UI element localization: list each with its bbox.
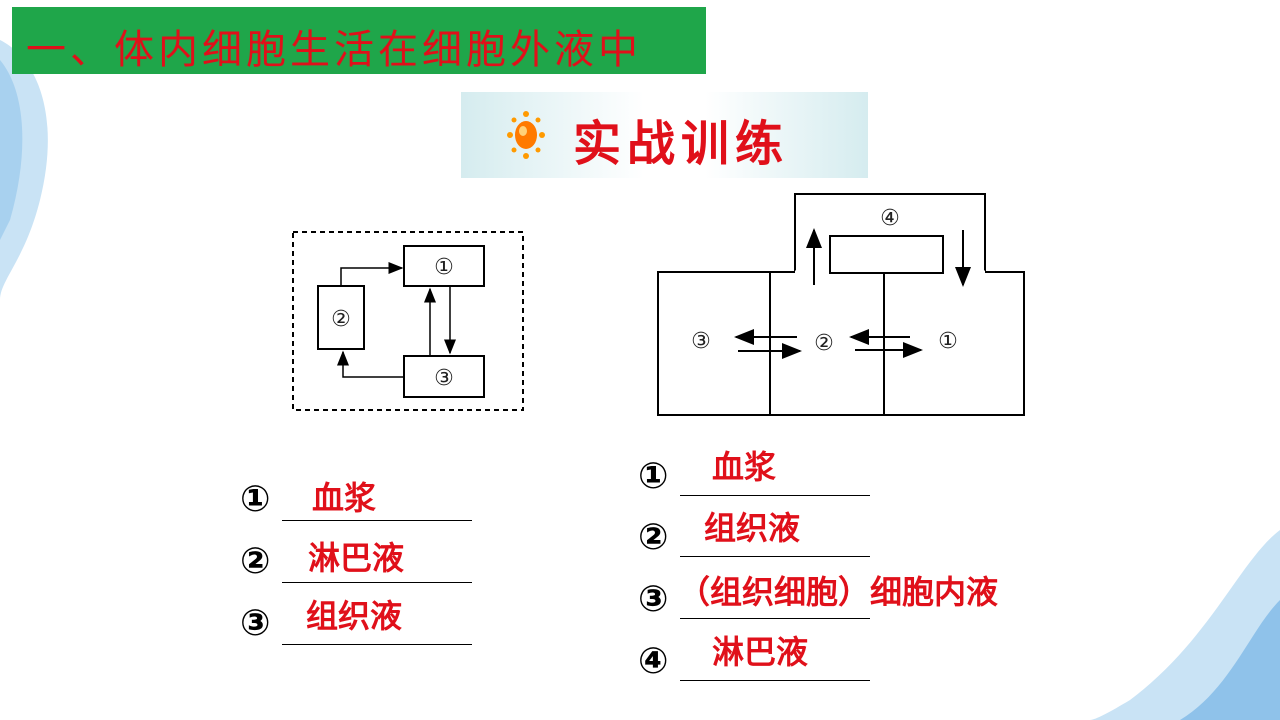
answer-value: 组织液 xyxy=(704,509,801,547)
practice-label: 实战训练 xyxy=(573,116,790,172)
answer-line xyxy=(680,618,870,619)
top-left-wave-inner xyxy=(0,60,23,240)
label-2: ② xyxy=(814,331,834,356)
label-1: ① xyxy=(938,329,958,354)
answer-line xyxy=(680,680,870,681)
answer-left-1: ① 血浆 xyxy=(240,478,480,522)
answer-value: （组织细胞）细胞内液 xyxy=(678,573,999,611)
label-4: ④ xyxy=(880,206,900,231)
answer-value: 血浆 xyxy=(712,448,777,486)
box-2-label: ② xyxy=(331,307,351,332)
box-4 xyxy=(829,235,944,274)
box-1-label: ① xyxy=(434,255,454,280)
answer-number: ③ xyxy=(240,603,271,644)
answer-value: 淋巴液 xyxy=(712,633,809,671)
answer-value: 组织液 xyxy=(306,597,403,635)
label-3: ③ xyxy=(691,329,711,354)
diagram-right: ④ ③ ② ① xyxy=(657,193,1025,416)
answer-line xyxy=(282,520,472,521)
answer-line xyxy=(282,644,472,645)
box-3-label: ③ xyxy=(434,366,454,391)
practice-banner: 实战训练 xyxy=(461,92,868,178)
bottom-right-wave-inner xyxy=(1180,600,1280,720)
answer-number: ① xyxy=(240,479,271,520)
box-1 xyxy=(403,245,485,287)
top-vessel xyxy=(794,193,986,272)
answer-value: 血浆 xyxy=(312,479,377,517)
answer-left-2: ② 淋巴液 xyxy=(240,539,480,584)
answer-value: 淋巴液 xyxy=(308,539,405,577)
answer-right-4: ④ 淋巴液 xyxy=(638,633,1058,684)
title-bar: 一、体内细胞生活在细胞外液中 xyxy=(12,7,706,74)
answer-right-1: ① 血浆 xyxy=(638,448,1058,499)
diagram-left: ① ② ③ xyxy=(292,231,524,411)
answer-line xyxy=(680,495,870,496)
sun-icon xyxy=(507,111,545,159)
answer-right-3: ③ （组织细胞）细胞内液 xyxy=(638,573,1078,622)
answer-line xyxy=(680,556,870,557)
answer-number: ② xyxy=(240,541,271,582)
answer-left-3: ③ 组织液 xyxy=(240,597,480,646)
page-title: 一、体内细胞生活在细胞外液中 xyxy=(26,27,642,73)
outer-frame xyxy=(657,271,1025,416)
dashed-frame xyxy=(292,231,524,411)
answer-number: ② xyxy=(638,517,669,558)
answer-number: ① xyxy=(638,456,669,497)
answer-number: ③ xyxy=(638,579,669,620)
arrow-2-to-1 xyxy=(340,262,404,286)
arrow-3-to-2 xyxy=(337,350,404,378)
answer-right-2: ② 组织液 xyxy=(638,509,1058,560)
answer-line xyxy=(282,582,472,583)
answer-number: ④ xyxy=(638,641,669,682)
